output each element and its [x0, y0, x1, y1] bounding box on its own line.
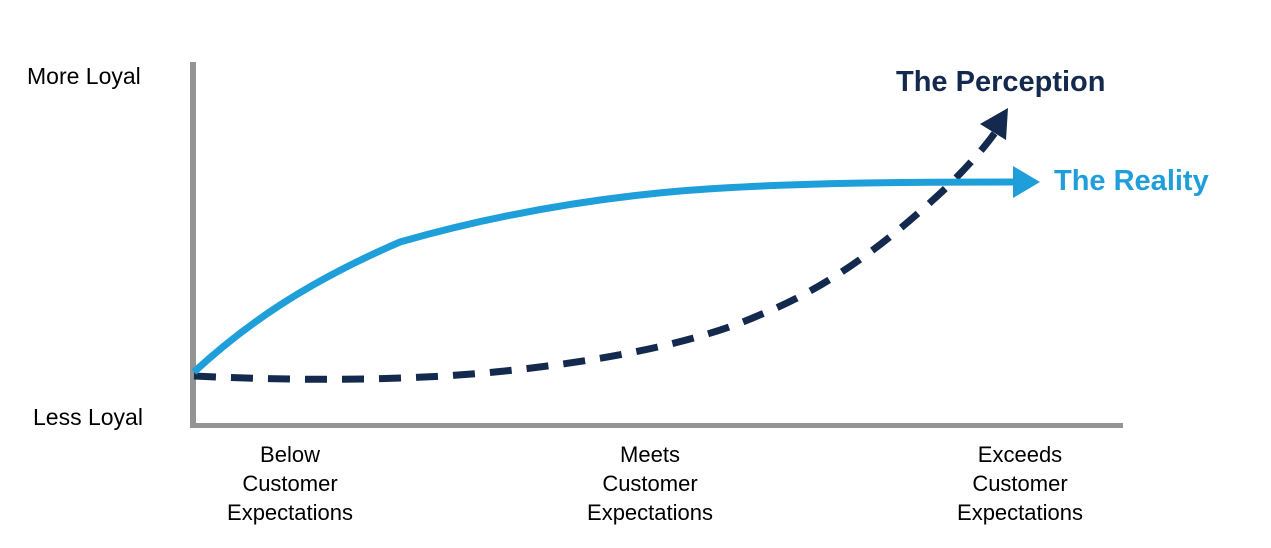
- perception-series-label: The Perception: [896, 66, 1106, 98]
- reality-curve: [191, 178, 1019, 375]
- reality-arrowhead-icon: [1013, 166, 1040, 198]
- x-label-meets-customer-expectations: Meets Customer Expectations: [587, 442, 713, 525]
- perception-arrowhead-icon: [980, 108, 1008, 140]
- x-label-exceeds-customer-expectations: Exceeds Customer Expectations: [957, 442, 1083, 525]
- reality-series-label: The Reality: [1054, 165, 1209, 197]
- x-label-below-customer-expectations: Below Customer Expectations: [227, 442, 353, 525]
- perception-curve: [193, 122, 1004, 383]
- y-axis-line: [190, 62, 196, 428]
- y-axis-bottom-label: Less Loyal: [33, 404, 143, 430]
- y-axis-top-label: More Loyal: [27, 63, 141, 89]
- x-axis-line: [190, 423, 1123, 428]
